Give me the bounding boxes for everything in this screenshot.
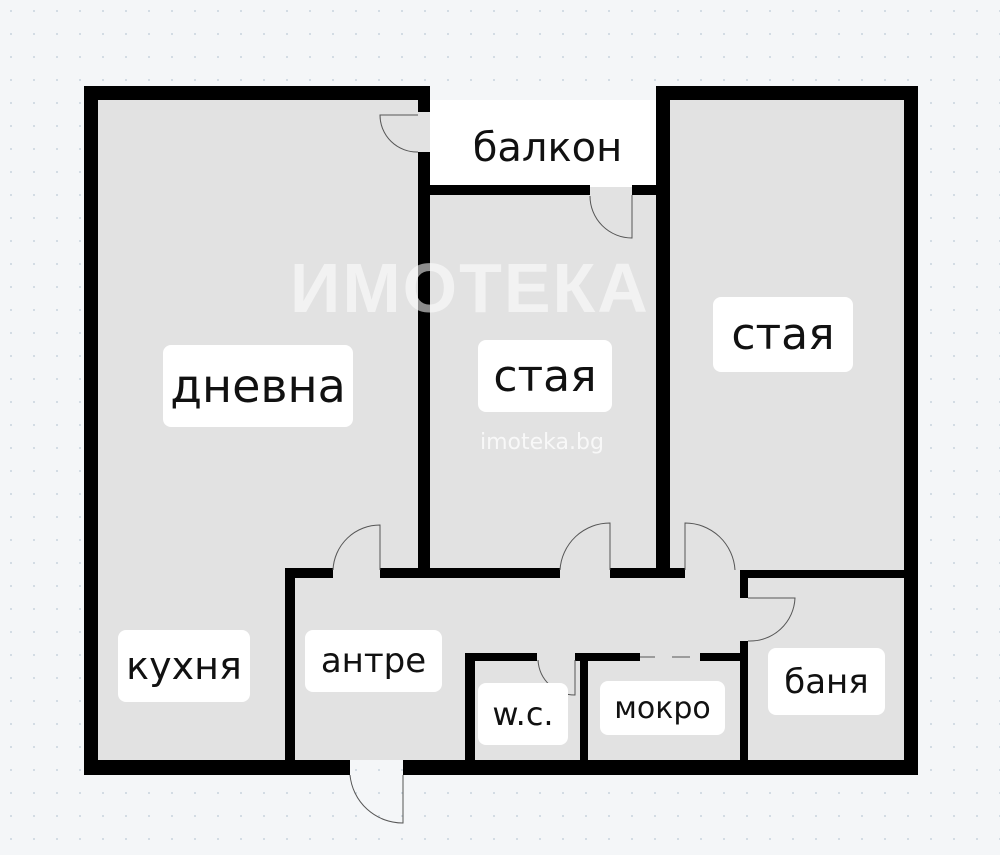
walls [84,86,918,775]
middle-room-door[interactable] [559,522,611,571]
label-wet-room: мокро [600,681,725,735]
label-kitchen: кухня [118,630,250,702]
label-wc: w.c. [478,683,568,745]
balcony-door[interactable] [379,114,419,153]
entrance-door[interactable] [349,774,404,824]
label-hall: антре [305,630,442,692]
balcony-area [430,100,656,187]
watermark-logo: ИМОТЕКА [290,249,650,327]
right-room-door[interactable] [684,522,736,571]
label-living-room: дневна [163,345,353,427]
living-room-door[interactable] [332,524,381,571]
label-room-right: стая [713,297,853,372]
bathroom-door[interactable] [747,597,796,642]
label-balcony: балкон [472,124,623,171]
label-bathroom: баня [768,648,885,715]
balcony-room-door[interactable] [589,195,633,239]
watermark-site: imoteka.bg [480,430,604,455]
label-room-middle: стая [478,340,612,412]
doors [332,114,796,824]
